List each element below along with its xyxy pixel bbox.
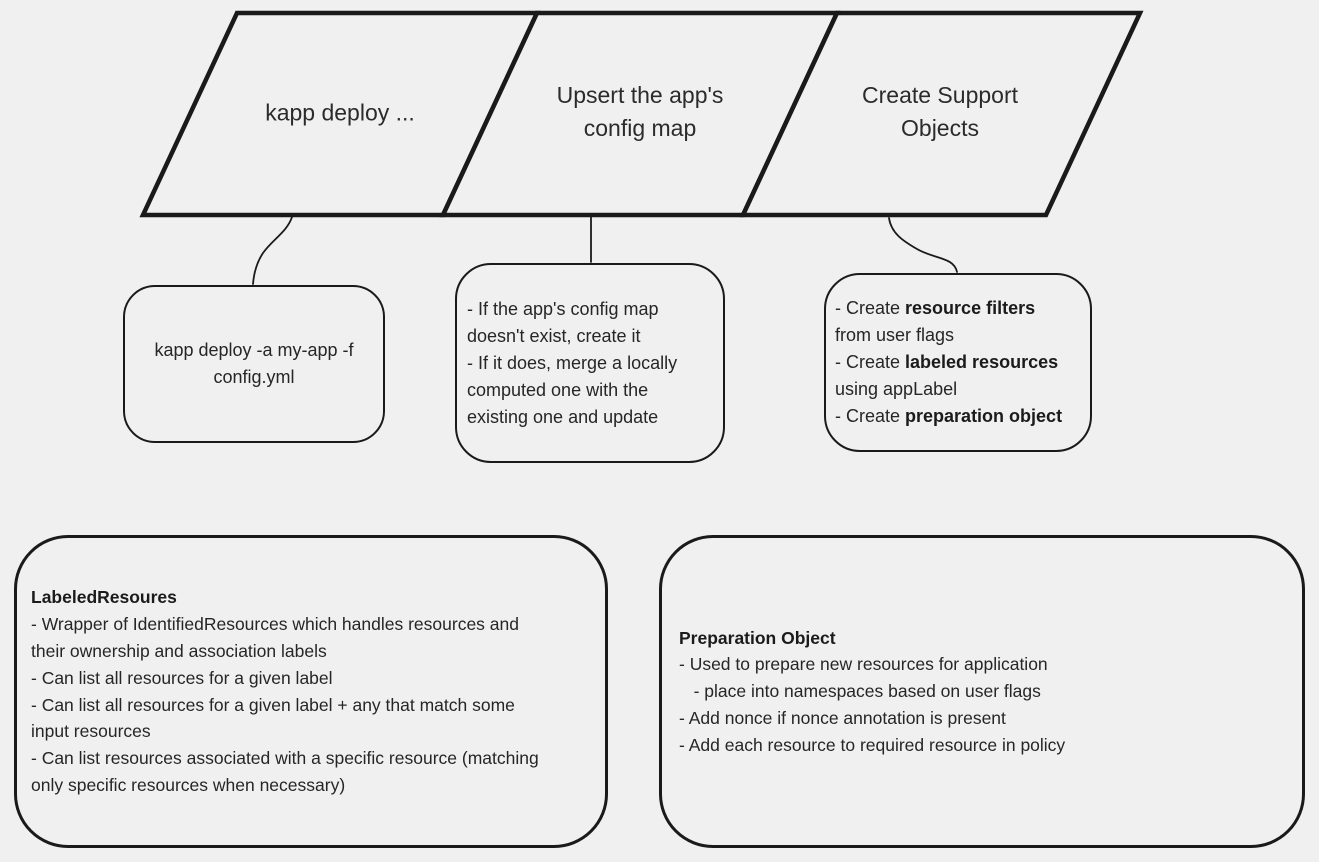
text-line: - Used to prepare new resources for appl… bbox=[679, 654, 1048, 675]
text-line: Preparation Object bbox=[679, 627, 836, 648]
text-line: config map bbox=[583, 115, 697, 141]
text-line: only specific resources when necessary) bbox=[31, 774, 346, 795]
text-line: - Can list resources associated with a s… bbox=[31, 748, 539, 769]
text-line: - If the app's config map bbox=[467, 298, 659, 319]
note-upsert-details: - If the app's config map doesn't exist, … bbox=[455, 263, 725, 463]
text-line: - Create resource filters bbox=[835, 298, 1036, 318]
note-support-objects-details: - Create resource filters from user flags… bbox=[824, 273, 1092, 452]
text-line: their ownership and association labels bbox=[31, 640, 327, 661]
text-line: kapp deploy ... bbox=[265, 99, 415, 126]
card-preparation-object: Preparation Object - Used to prepare new … bbox=[659, 535, 1305, 848]
text-line: doesn't exist, create it bbox=[467, 325, 641, 346]
text-line: Objects bbox=[901, 115, 979, 141]
text-line: from user flags bbox=[835, 325, 955, 345]
step-label-kapp-deploy: kapp deploy ... bbox=[265, 97, 415, 130]
text-line: - Can list all resources for a given lab… bbox=[31, 667, 333, 688]
text-line: - Can list all resources for a given lab… bbox=[31, 694, 515, 715]
connector-kapp-deploy-to-note bbox=[252, 216, 293, 285]
note-kapp-command: kapp deploy -a my-app -f config.yml bbox=[123, 285, 385, 443]
text-line: LabeledResoures bbox=[31, 587, 177, 608]
text-line: - Create labeled resources bbox=[835, 352, 1059, 372]
text-line: - Add nonce if nonce annotation is prese… bbox=[679, 707, 1006, 728]
step-label-upsert-config-map: Upsert the app's config map bbox=[557, 79, 724, 145]
connector-support-objects-to-note bbox=[888, 217, 958, 273]
text-line: - Wrapper of IdentifiedResources which h… bbox=[31, 614, 519, 635]
text-line: existing one and update bbox=[467, 406, 659, 427]
text-line: computed one with the bbox=[467, 379, 649, 400]
text-line: kapp deploy -a my-app -f bbox=[154, 340, 354, 360]
text-line: Upsert the app's bbox=[556, 82, 724, 108]
text-line: using appLabel bbox=[835, 379, 958, 399]
text-line: Create Support bbox=[862, 82, 1018, 108]
text-line: - If it does, merge a locally bbox=[467, 352, 678, 373]
text-line: - place into namespaces based on user fl… bbox=[679, 681, 1041, 702]
text-line: config.yml bbox=[213, 367, 295, 387]
card-labeled-resources: LabeledResoures - Wrapper of IdentifiedRe… bbox=[14, 535, 608, 848]
text-line: - Add each resource to required resource… bbox=[679, 734, 1066, 755]
text-line: input resources bbox=[31, 721, 151, 742]
parallelogram-create-support-objects bbox=[739, 10, 1144, 218]
text-line: - Create preparation object bbox=[835, 406, 1063, 426]
